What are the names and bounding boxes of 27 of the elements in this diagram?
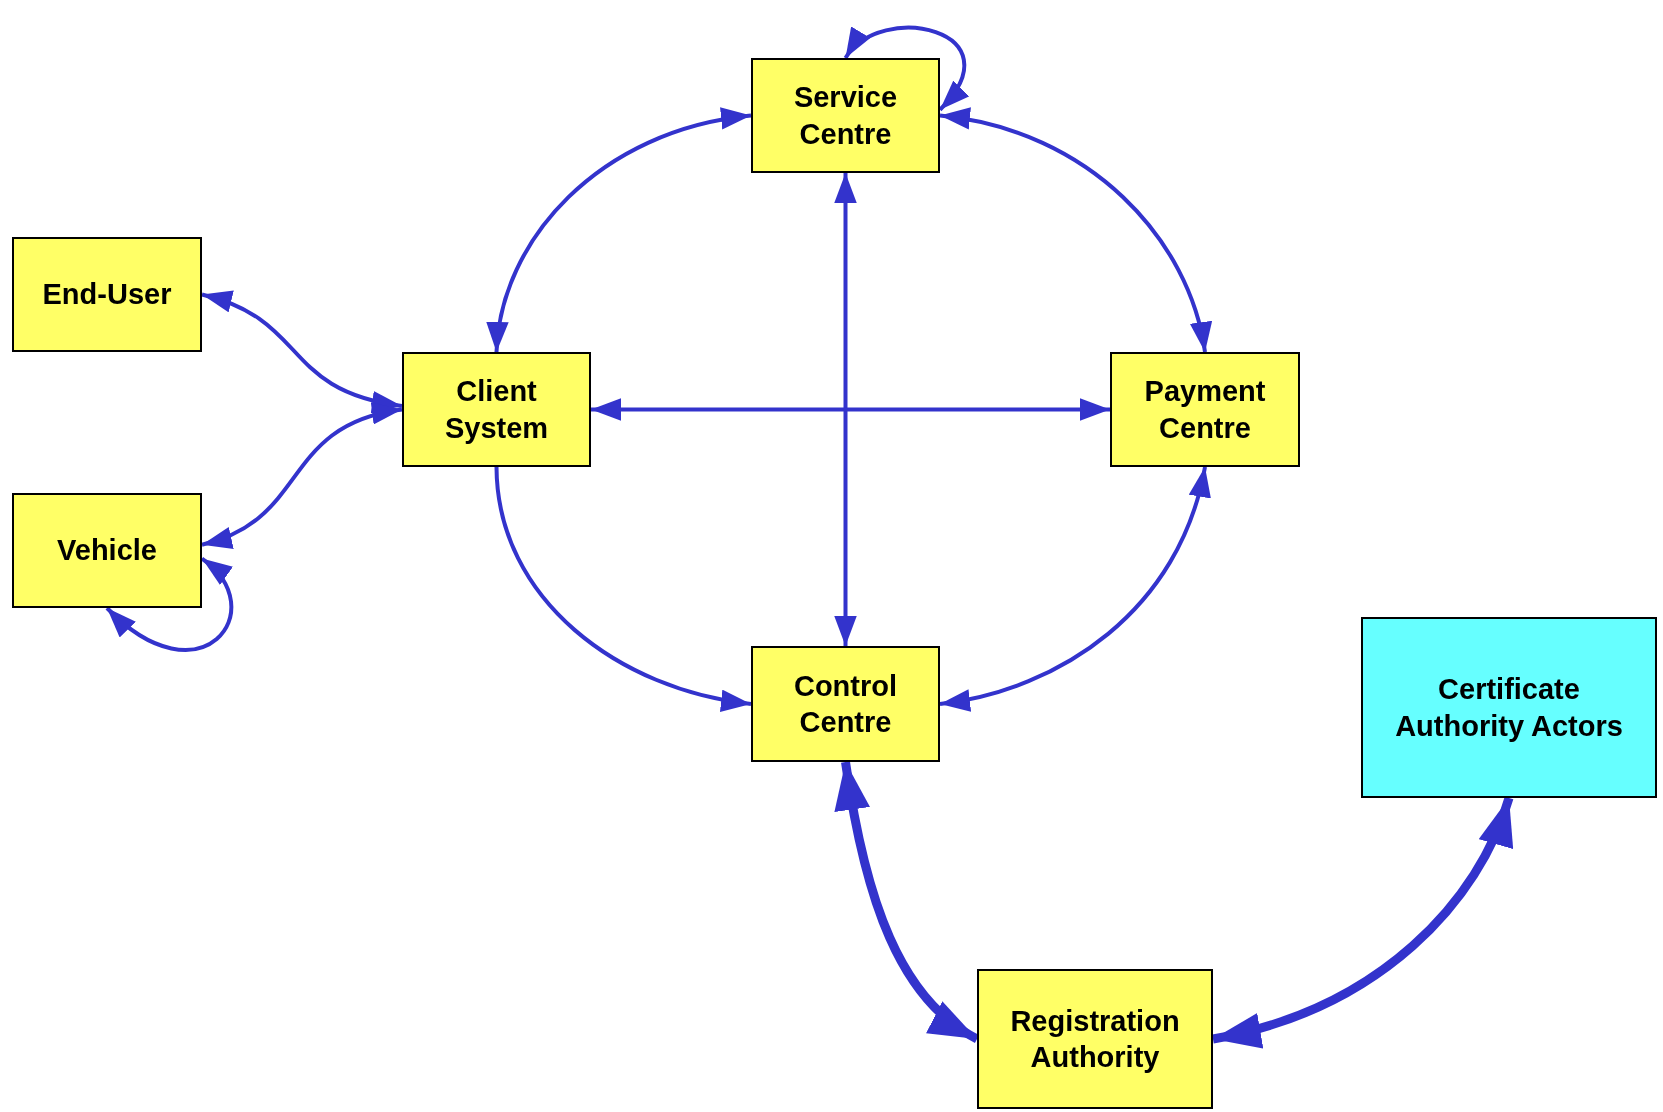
box-label: Payment Centre [1143,374,1267,446]
double-arrow [105,557,234,652]
double-arrow [1212,796,1515,1049]
box-label: End-User [42,277,172,313]
double-arrow [487,107,752,353]
box-label: Control Centre [792,668,899,740]
process-box [1361,617,1657,798]
double-arrow [834,173,857,646]
process-box [402,352,591,467]
box-label: Registration Authority [1009,1003,1181,1075]
double-arrow [939,107,1212,353]
double-arrow [201,402,403,549]
process-box [12,237,202,352]
double-arrow [591,398,1110,421]
process-box [751,58,940,173]
process-box [977,969,1213,1109]
double-arrow [939,466,1211,712]
double-arrow [843,25,966,112]
process-box [1110,352,1300,467]
arrow [494,466,752,712]
box-label: Service Centre [792,80,899,152]
process-box [751,646,940,762]
box-label: Certificate Authority Actors [1394,672,1624,744]
process-box [12,493,202,608]
box-label: Client System [443,374,550,446]
box-label: Vehicle [57,533,157,569]
double-arrow [201,290,403,414]
